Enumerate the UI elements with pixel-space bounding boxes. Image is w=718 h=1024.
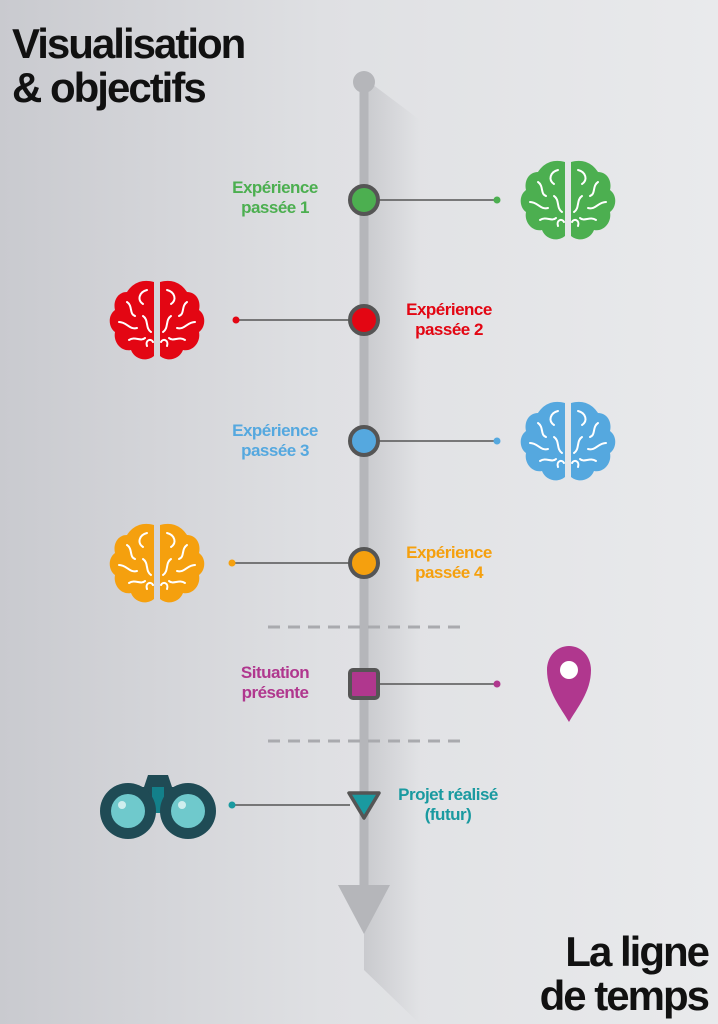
title-visualisation-objectifs: Visualisation & objectifs — [12, 20, 246, 111]
connector-6-dot — [228, 801, 236, 809]
timeline-node-2 — [348, 304, 380, 336]
brain-icon — [108, 279, 206, 361]
title-line-2: & objectifs — [12, 64, 207, 111]
timeline-node-4 — [348, 547, 380, 579]
title-ligne-de-temps: La ligne de temps — [539, 928, 710, 1019]
title-line-1: Visualisation — [12, 20, 246, 67]
label-line: passée 1 — [241, 198, 309, 217]
connector-4-dot — [228, 559, 236, 567]
label-experience-2: Expérience passée 2 — [386, 300, 512, 340]
label-line: passée 4 — [415, 563, 483, 582]
timeline-start-dot — [353, 71, 375, 93]
label-line: passée 2 — [415, 320, 483, 339]
timeline-node-future — [347, 791, 381, 820]
connector-1-dot — [493, 196, 501, 204]
label-line: Expérience — [232, 178, 318, 197]
label-line: Expérience — [406, 543, 492, 562]
timeline-arrow-head — [338, 885, 390, 934]
label-line: Expérience — [406, 300, 492, 319]
title-line-1: La ligne — [565, 928, 710, 975]
label-line: Expérience — [232, 421, 318, 440]
title-line-2: de temps — [539, 972, 710, 1019]
label-line: Situation — [240, 663, 310, 682]
label-experience-3: Expérience passée 3 — [212, 421, 338, 461]
brain-icon — [108, 522, 206, 604]
label-situation-presente: Situation présente — [212, 663, 338, 703]
connector-3-dot — [493, 437, 501, 445]
connector-2-dot — [232, 316, 240, 324]
label-line: passée 3 — [241, 441, 309, 460]
brain-icon — [519, 400, 617, 482]
brain-icon — [519, 159, 617, 241]
location-pin-icon — [547, 646, 591, 722]
label-experience-4: Expérience passée 4 — [386, 543, 512, 583]
label-line: (futur) — [424, 805, 472, 824]
binoculars-icon — [100, 775, 216, 839]
label-projet-realise: Projet réalisé (futur) — [380, 785, 516, 825]
label-line: Projet réalisé — [398, 785, 498, 804]
timeline-node-3 — [348, 425, 380, 457]
timeline-node-1 — [348, 184, 380, 216]
label-experience-1: Expérience passée 1 — [212, 178, 338, 218]
label-line: présente — [241, 683, 309, 702]
timeline-node-present — [348, 668, 380, 700]
connector-5-dot — [493, 680, 501, 688]
